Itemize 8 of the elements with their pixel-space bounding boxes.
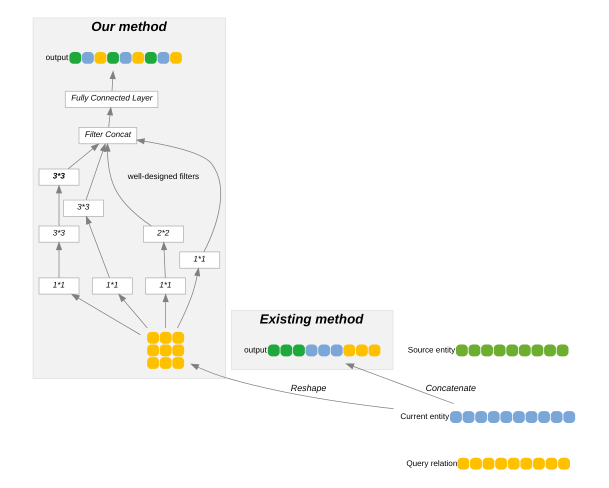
node-label: Current entity xyxy=(400,412,450,421)
node-label: output xyxy=(46,52,68,62)
node-label: Query relation xyxy=(406,458,458,468)
node-label: Source entity xyxy=(408,344,456,354)
edge-label: Reshape xyxy=(290,382,326,392)
node-label: output xyxy=(244,344,267,354)
label: well-designed filters xyxy=(128,172,200,181)
edge-label: Concatenate xyxy=(426,382,476,392)
